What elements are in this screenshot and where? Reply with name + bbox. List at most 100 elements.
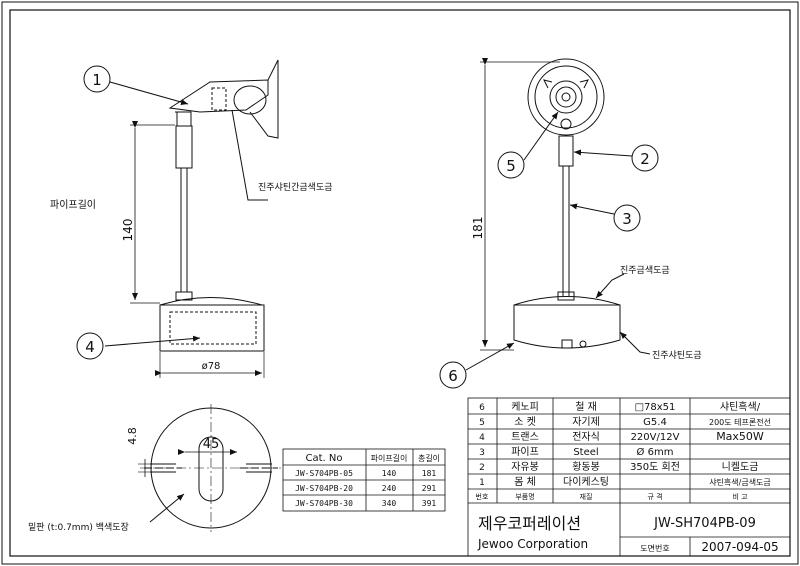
- cat-row-1-catno: JW-S704PB-05: [295, 469, 353, 478]
- head-outer-ring: [527, 58, 605, 136]
- callout-4-leader: [104, 335, 201, 347]
- head-inner-ring: [534, 65, 598, 129]
- part-6-spec: □78x51: [635, 402, 676, 413]
- part-6-no: 6: [479, 403, 485, 413]
- part-2-material: 황동봉: [572, 461, 600, 473]
- part-3-material: Steel: [573, 447, 598, 458]
- bottom-plate-note: 밑판 (t:0.7mm) 백색도장: [28, 521, 129, 533]
- base-hidden: [169, 311, 257, 345]
- clip-right: [579, 79, 589, 89]
- transformer-sleeve: [175, 125, 193, 169]
- callout-1-circle: [83, 65, 111, 93]
- gold-note-leader: [595, 273, 625, 299]
- callout-3-leader: [569, 203, 615, 215]
- joint-block: [176, 111, 192, 127]
- cat-row-2-catno: JW-S704PB-20: [295, 484, 353, 493]
- cat-header-catno: Cat. No: [306, 453, 343, 464]
- socket-hidden: [211, 87, 227, 111]
- part-5-note: 200도 테프론전선: [709, 417, 771, 427]
- callout-5-circle: [497, 151, 525, 179]
- bulb-center: [561, 92, 571, 102]
- callout-circles: [76, 65, 659, 389]
- dim-181-text: 181: [471, 217, 485, 240]
- front-base-dome: [513, 296, 621, 306]
- cat-row-1-pipe: 140: [382, 469, 397, 478]
- company-name-korean: 제우코퍼레이션: [478, 514, 581, 533]
- callout-2-circle: [631, 144, 659, 172]
- drawing-text: 1 2 3 4 5 6 파이프길이 140 ø78 진주샤틴간금색도금 181 …: [28, 71, 779, 554]
- part-1-material: 다이케스팅: [563, 476, 609, 488]
- switch: [561, 339, 573, 349]
- top-finish-note: 진주샤틴간금색도금: [258, 182, 333, 193]
- cat-row-1-total: 181: [422, 469, 437, 478]
- callout-1-number: 1: [92, 71, 102, 89]
- callout-1-leader: [109, 81, 189, 105]
- base-dome: [159, 297, 263, 306]
- cat-row-3-pipe: 340: [382, 499, 397, 508]
- part-1-note: 샤틴흑색/금색도금: [709, 477, 771, 487]
- parts-header-note: 비 고: [732, 492, 748, 501]
- part-4-note: Max50W: [716, 430, 764, 443]
- bottom-plate-view: [138, 404, 282, 532]
- pivot-knob: [560, 118, 572, 130]
- part-1-name: 몸 체: [514, 476, 536, 488]
- dim-45-text: 45: [203, 437, 220, 452]
- parts-header-no: 번호: [476, 492, 489, 501]
- drawing-no-label: 도면번호: [640, 543, 669, 553]
- satin-finish-note: 진주샤틴도금: [652, 350, 702, 361]
- parts-header-material: 재질: [580, 493, 593, 501]
- pipe-length-label: 파이프길이: [50, 198, 96, 211]
- parts-header-name: 부품명: [515, 492, 534, 501]
- lamp-head-body: [168, 79, 269, 113]
- base-body: [159, 304, 265, 352]
- bulb-ring: [555, 86, 577, 108]
- part-5-spec: G5.4: [643, 417, 667, 428]
- part-6-note: 샤틴흑색/: [720, 400, 761, 413]
- dim-48-text: 4.8: [126, 427, 139, 445]
- part-4-no: 4: [479, 433, 485, 443]
- gold-finish-note: 진주금색도금: [620, 265, 670, 276]
- right-front-view: [465, 58, 651, 371]
- parts-header-spec: 규 격: [647, 493, 662, 501]
- left-side-view: [104, 59, 279, 378]
- part-4-name: 트랜스: [511, 431, 539, 443]
- cat-row-2-total: 291: [422, 484, 437, 493]
- front-collar: [557, 291, 575, 301]
- part-3-name: 파이프: [511, 446, 539, 458]
- front-sleeve: [558, 135, 574, 167]
- callout-4-circle: [76, 332, 104, 360]
- satin-note-leader: [619, 331, 651, 355]
- reflector-ring: [549, 80, 583, 114]
- front-base-body: [513, 304, 621, 349]
- part-5-material: 자기제: [572, 416, 600, 428]
- callout-3-circle: [613, 204, 641, 232]
- callout-5-leader: [523, 111, 559, 161]
- switch-screw: [579, 340, 587, 348]
- model-number: JW-SH704PB-09: [653, 516, 756, 531]
- part-4-material: 전자식: [572, 431, 600, 443]
- parts-table-grid: [467, 397, 791, 557]
- part-5-no: 5: [479, 418, 485, 428]
- clip-left: [543, 79, 553, 89]
- inner-border: [9, 9, 791, 557]
- callout-6-circle: [439, 361, 467, 389]
- callout-6-number: 6: [448, 367, 458, 385]
- part-5-name: 소 켓: [514, 416, 536, 428]
- callout-4-number: 4: [85, 338, 95, 356]
- cat-header-total: 총길이: [418, 453, 440, 463]
- part-4-spec: 220V/12V: [631, 432, 680, 443]
- lamp-reflector: [249, 59, 279, 139]
- part-6-material: 철 재: [575, 401, 597, 413]
- part-2-note: 니켈도금: [722, 461, 759, 473]
- plate-note-leader: [149, 493, 185, 523]
- callout-3-number: 3: [622, 210, 632, 228]
- drawing-number: 2007-094-05: [701, 540, 778, 554]
- part-2-name: 자유봉: [511, 461, 539, 473]
- callout-5-number: 5: [506, 157, 516, 175]
- part-2-spec: 350도 회전: [630, 461, 680, 473]
- cat-header-pipe: 파이프길이: [371, 453, 408, 463]
- lamp-reflector-cup: [233, 85, 267, 115]
